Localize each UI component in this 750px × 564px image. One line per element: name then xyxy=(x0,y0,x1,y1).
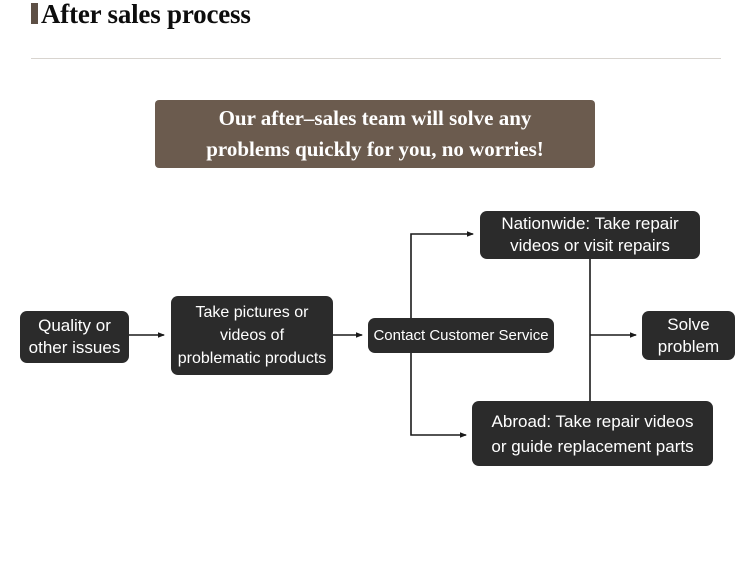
flow-node-nationwide-repairs[interactable]: Nationwide: Take repair videos or visit … xyxy=(480,211,700,259)
promo-banner-line-2: problems quickly for you, no worries! xyxy=(206,137,544,161)
flow-node-line: problem xyxy=(657,336,720,356)
flow-node-line: Contact Customer Service xyxy=(373,326,549,344)
flow-node-quality-or-other-issues[interactable]: Quality or other issues xyxy=(20,311,129,363)
flow-node-contact-customer-service[interactable]: Contact Customer Service xyxy=(368,318,554,353)
flow-node-line: Nationwide: Take repair xyxy=(501,214,679,233)
flow-node-line: Take pictures or xyxy=(195,304,309,321)
flow-node-line: other issues xyxy=(28,338,121,357)
flow-node-line: or guide replacement parts xyxy=(491,436,694,456)
flow-node-line: problematic products xyxy=(177,350,327,367)
flow-node-solve-problem[interactable]: Solve problem xyxy=(642,311,735,360)
flow-node-line: videos or visit repairs xyxy=(510,236,670,255)
arrow-contact-to-nationwide xyxy=(410,231,474,318)
flow-node-line: Solve xyxy=(667,314,710,334)
page-title: After sales process xyxy=(41,0,251,29)
flow-node-abroad-repairs[interactable]: Abroad: Take repair videos or guide repl… xyxy=(472,401,713,466)
flow-node-line: videos of xyxy=(219,327,285,344)
promo-banner-line-1: Our after–sales team will solve any xyxy=(218,106,532,130)
promo-banner: Our after–sales team will solve any prob… xyxy=(155,100,595,168)
title-accent-bar xyxy=(31,3,38,24)
flow-node-take-pictures-or-videos[interactable]: Take pictures or videos of problematic p… xyxy=(171,296,333,375)
arrow-contact-to-abroad xyxy=(410,353,467,438)
flow-node-line: Abroad: Take repair videos xyxy=(491,411,694,431)
header-divider xyxy=(31,58,721,59)
flow-node-line: Quality or xyxy=(38,316,111,335)
